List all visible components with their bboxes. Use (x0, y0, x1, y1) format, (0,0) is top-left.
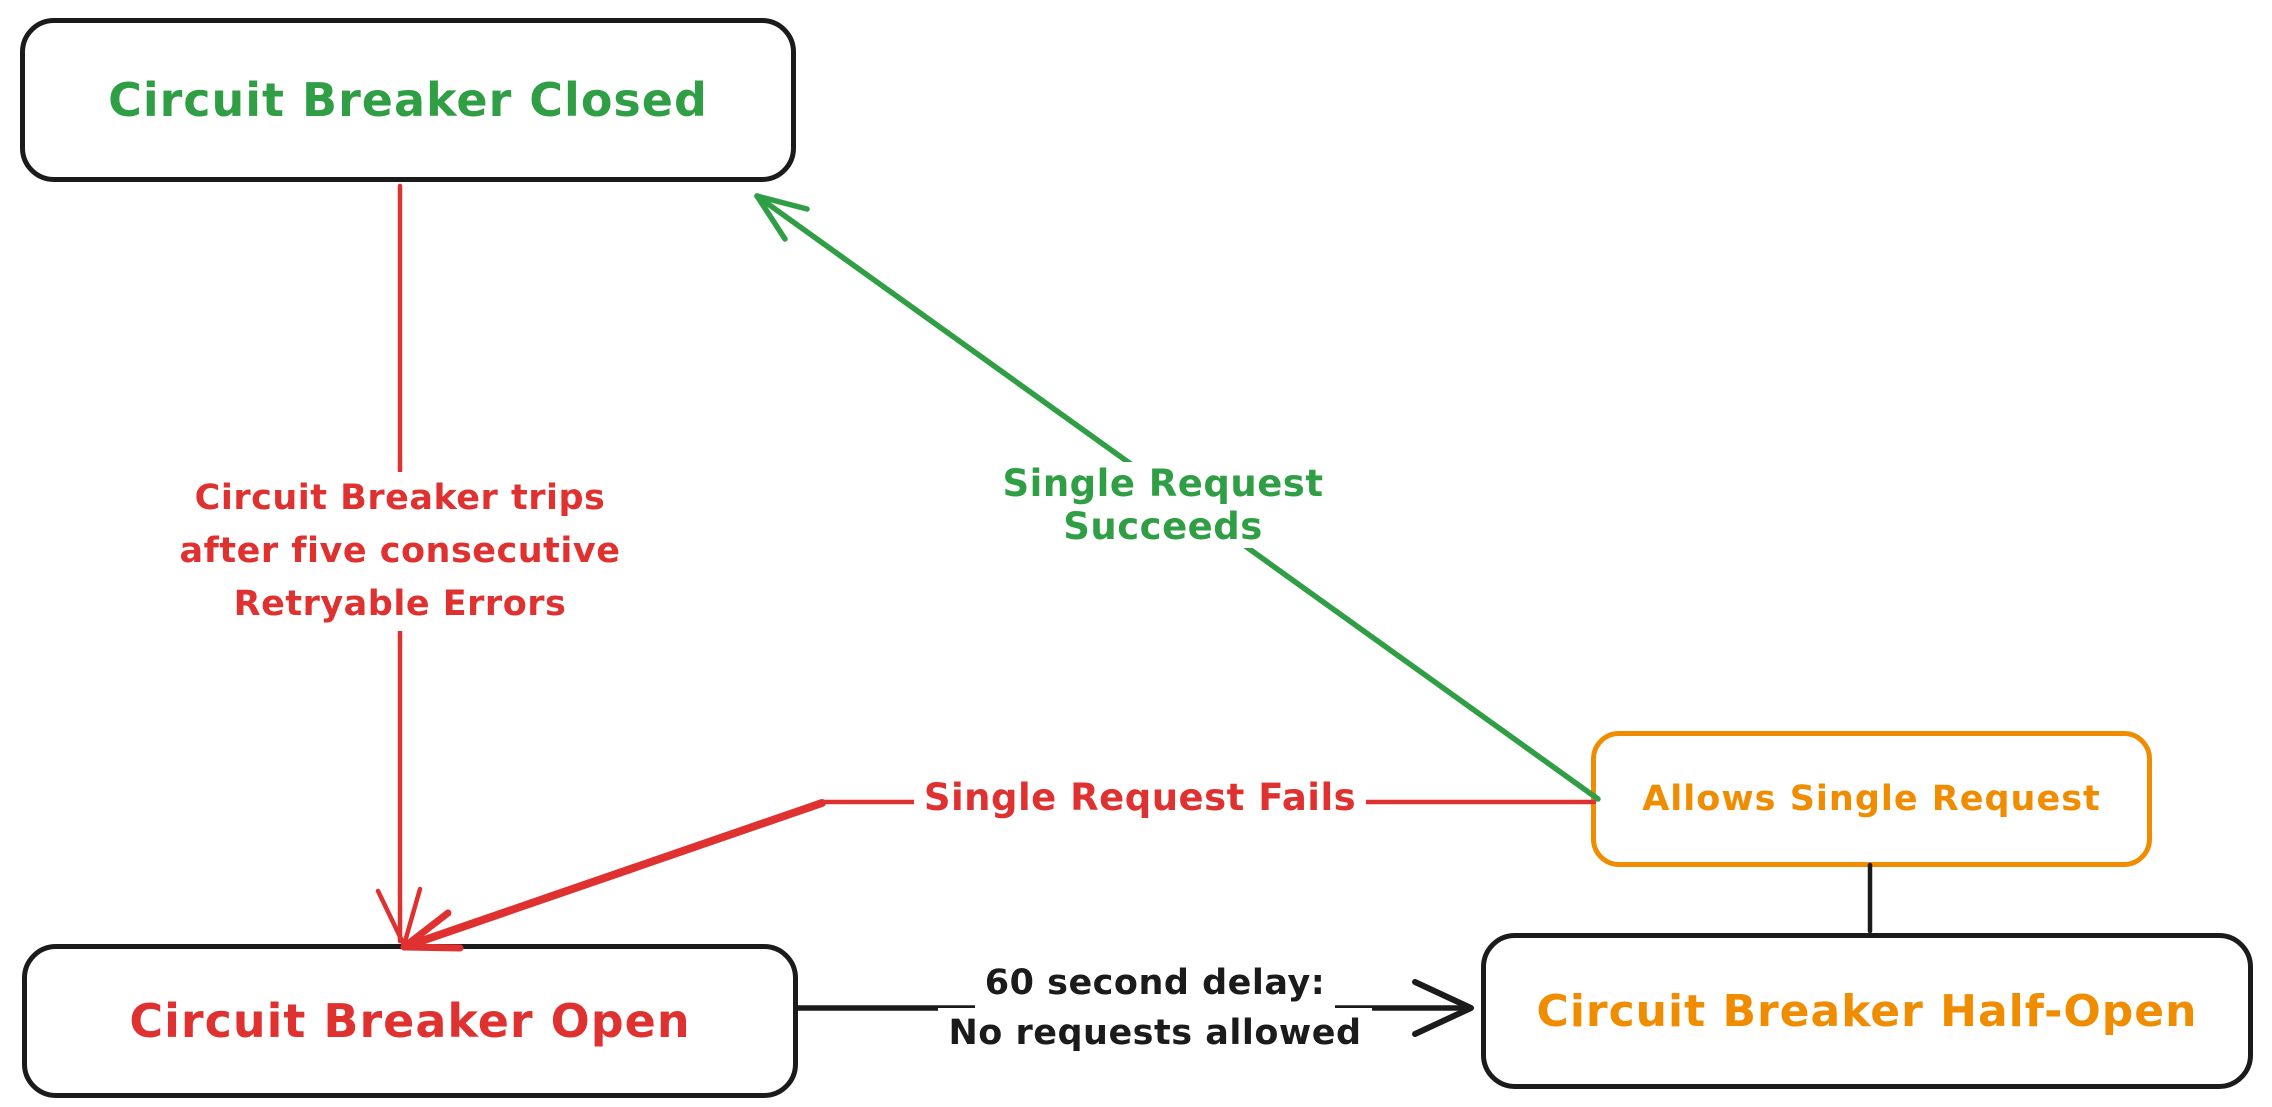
edge-label-fails: Single Request Fails (910, 776, 1370, 819)
edge-label-succeeds-text: Single Request Succeeds (903, 462, 1423, 548)
edge-label-fails-text: Single Request Fails (913, 776, 1367, 819)
node-allows-single-request-label: Allows Single Request (1642, 779, 2101, 819)
edge-label-trip-line2-wrap: after five consecutive (140, 525, 660, 578)
node-circuit-breaker-half-open: Circuit Breaker Half-Open (1481, 933, 2253, 1089)
edge-label-trip-line3-wrap: Retryable Errors (140, 578, 660, 631)
edge-label-delay-line2-wrap: No requests allowed (930, 1008, 1380, 1058)
edge-delay-arrowhead-icon (1412, 979, 1474, 1037)
edge-label-trip-line1: Circuit Breaker trips (184, 472, 616, 525)
node-allows-single-request: Allows Single Request (1591, 731, 2152, 867)
edge-fails-arrowhead-icon (400, 909, 464, 952)
edge-label-trip: Circuit Breaker trips after five consecu… (140, 472, 660, 631)
node-circuit-breaker-open: Circuit Breaker Open (22, 944, 798, 1098)
edge-label-delay-line2: No requests allowed (938, 1008, 1372, 1058)
edge-succeeds-arrowhead-icon (754, 193, 810, 242)
edge-label-trip-line2: after five consecutive (169, 525, 631, 578)
edge-label-trip-line1-wrap: Circuit Breaker trips (140, 472, 660, 525)
edge-fails-line-diagonal (403, 799, 826, 950)
node-circuit-breaker-open-label: Circuit Breaker Open (129, 994, 691, 1048)
node-circuit-breaker-closed-label: Circuit Breaker Closed (108, 73, 708, 127)
edge-label-delay-line1: 60 second delay: (974, 958, 1336, 1008)
node-circuit-breaker-closed: Circuit Breaker Closed (20, 18, 796, 182)
edge-label-trip-line3: Retryable Errors (223, 578, 577, 631)
edge-label-delay-line1-wrap: 60 second delay: (930, 958, 1380, 1008)
edge-label-succeeds: Single Request Succeeds (903, 462, 1423, 548)
edge-label-delay: 60 second delay: No requests allowed (930, 958, 1380, 1058)
node-circuit-breaker-half-open-label: Circuit Breaker Half-Open (1536, 985, 2198, 1037)
edge-trip-arrowhead-icon (375, 886, 423, 948)
